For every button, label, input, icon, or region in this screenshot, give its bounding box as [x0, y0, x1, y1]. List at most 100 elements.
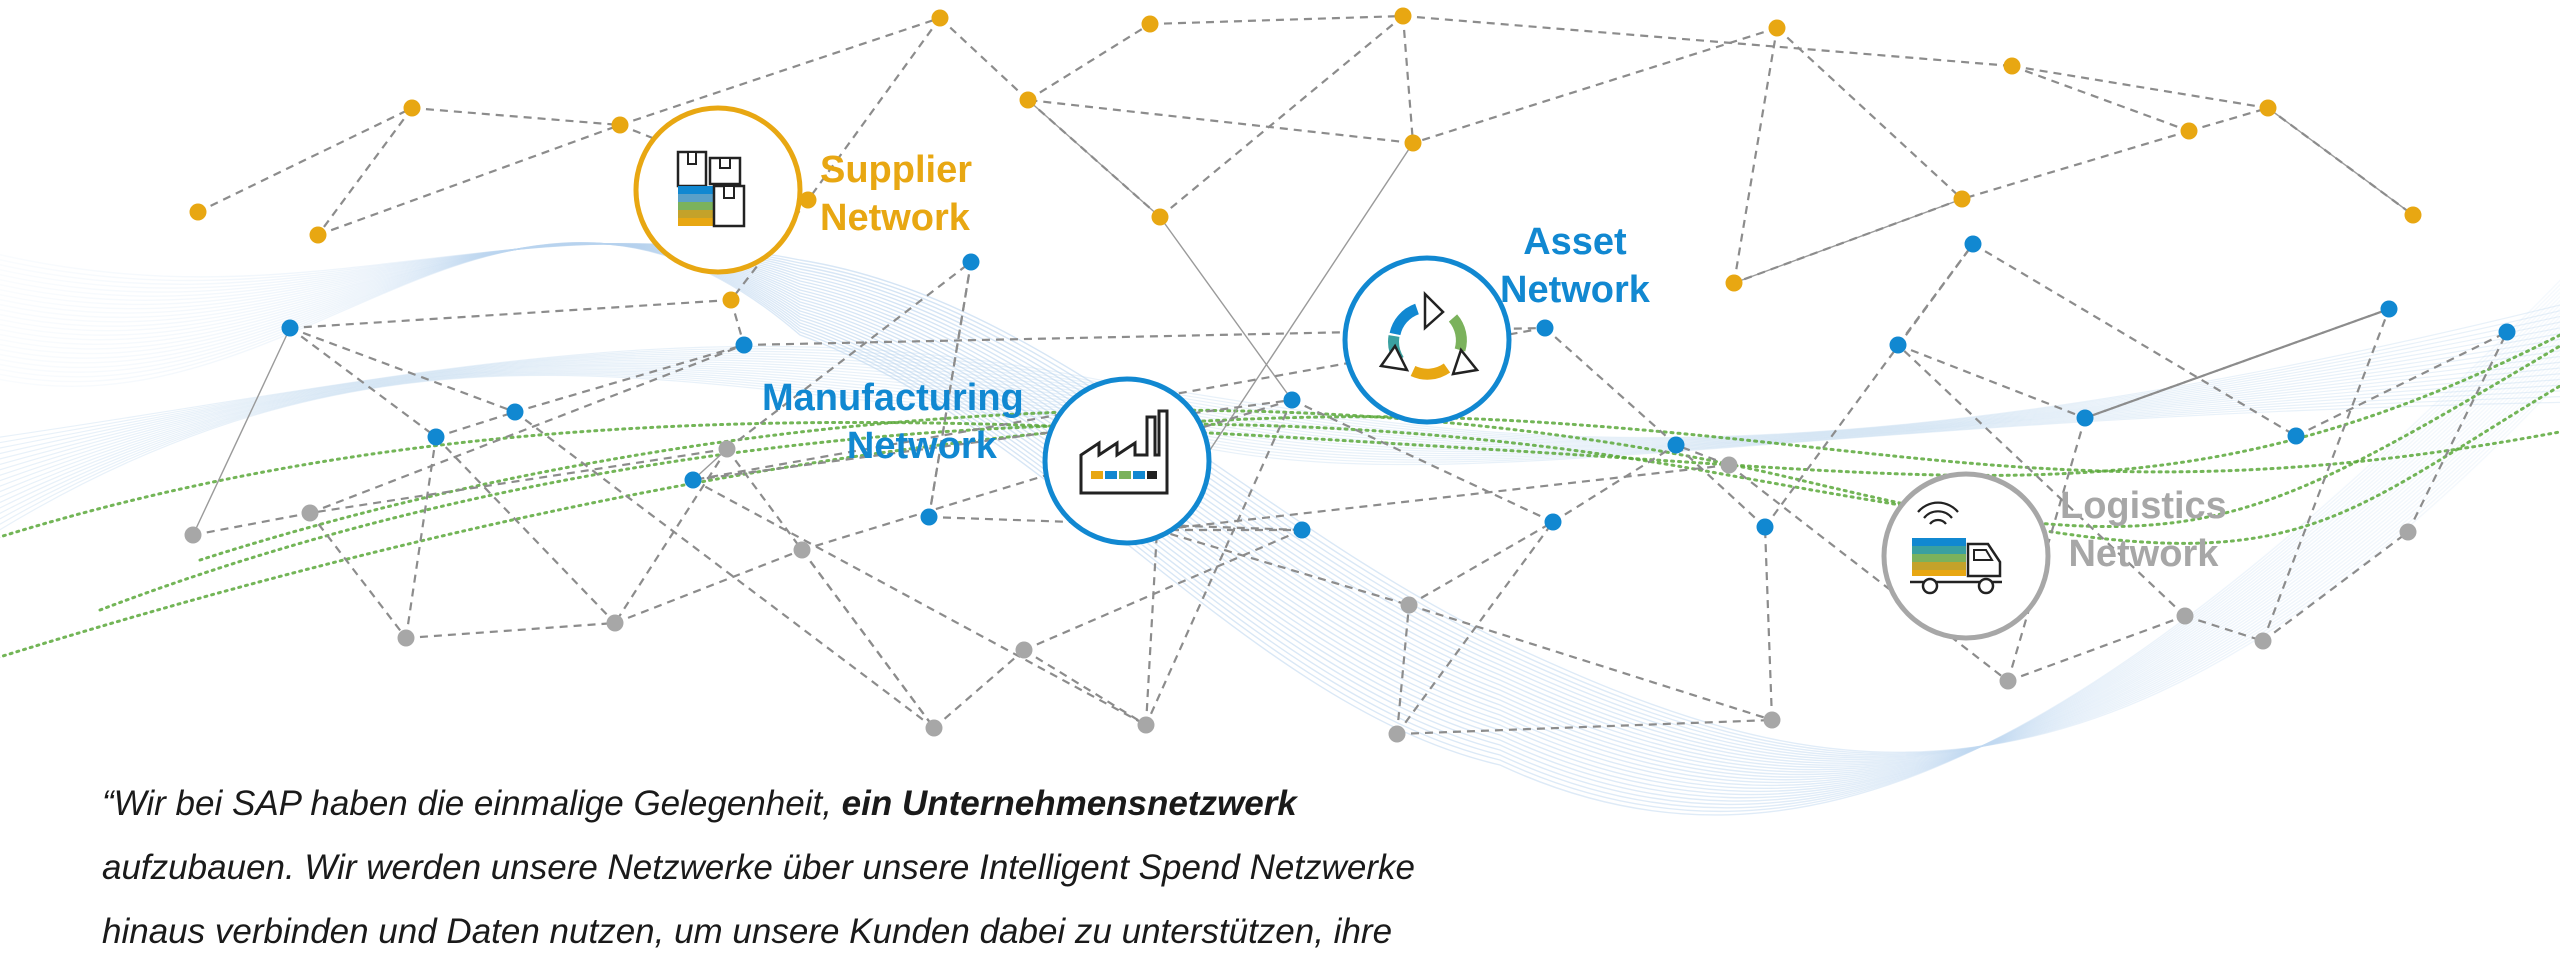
- network-node-blue: [506, 403, 524, 421]
- network-node-blue: [962, 253, 980, 271]
- dashed-edge: [405, 621, 616, 640]
- dashed-edge: [1402, 14, 2013, 68]
- network-node-gray: [1015, 641, 1033, 659]
- dashed-edge: [1027, 23, 1151, 101]
- dashed-edge: [2084, 307, 2390, 420]
- dashed-edge: [1764, 243, 1974, 528]
- network-node-gray: [1388, 725, 1406, 743]
- quote-emphasis: ein Unternehmensnetzwerk: [841, 784, 1297, 823]
- dashed-edge: [2007, 614, 2186, 683]
- dashed-edge: [514, 343, 745, 414]
- green-curve: [98, 344, 2560, 612]
- wave-line: [0, 243, 2560, 758]
- wave-line: [0, 332, 2560, 465]
- dashed-edge: [743, 326, 1546, 347]
- supplier-node: [2404, 206, 2422, 224]
- network-node-blue: [1667, 436, 1685, 454]
- solid-edge: [1733, 198, 1963, 284]
- dashed-edge: [1897, 343, 2086, 420]
- dashed-edge: [289, 326, 516, 414]
- supplier-node: [1953, 190, 1971, 208]
- dashed-edge: [192, 511, 311, 537]
- supplier-node: [1151, 208, 1169, 226]
- logistics-label-line1: Logistics: [2060, 485, 2227, 527]
- supplier-node: [403, 99, 421, 117]
- network-node-blue: [427, 428, 445, 446]
- network-node-blue: [2287, 427, 2305, 445]
- network-node-gray: [1720, 456, 1738, 474]
- truck-icon: [1910, 501, 2002, 595]
- supplier-node: [189, 203, 207, 221]
- quote-line-1: “Wir bei SAP haben die einmalige Gelegen…: [102, 772, 1602, 836]
- dashed-edge: [435, 410, 516, 439]
- manufacturing-label-line2: Network: [846, 425, 997, 467]
- supplier-node: [931, 9, 949, 27]
- wave-line: [0, 243, 2560, 756]
- dashed-edge: [2261, 308, 2391, 642]
- supplier-node: [2003, 57, 2021, 75]
- logistics-label-line2: Network: [2068, 533, 2219, 575]
- dashed-edge: [1395, 604, 1411, 735]
- dashed-edge: [2188, 106, 2269, 133]
- network-node-gray: [718, 440, 736, 458]
- dashed-edge: [726, 448, 935, 729]
- network-node-gray: [2176, 607, 2194, 625]
- quote-block: “Wir bei SAP haben die einmalige Gelegen…: [102, 772, 1602, 964]
- dashed-edge: [2006, 417, 2087, 682]
- dashed-edge: [1156, 463, 1730, 532]
- dashed-edge: [289, 327, 437, 438]
- supplier-network-icon: [633, 105, 803, 275]
- dashed-edge: [1396, 521, 1554, 735]
- dashed-edge: [2407, 331, 2508, 533]
- supplier-node: [799, 191, 817, 209]
- dashed-edge: [1396, 718, 1773, 736]
- wave-line: [0, 242, 2560, 753]
- dashed-edge: [1961, 129, 2190, 201]
- network-nodes: [184, 7, 2516, 743]
- dashed-edge: [927, 261, 973, 518]
- asset-network-icon: [1342, 255, 1512, 425]
- supplier-node: [1019, 91, 1037, 109]
- dashed-edge: [1733, 197, 1963, 285]
- dashed-edge: [692, 398, 1293, 482]
- network-node-gray: [925, 719, 943, 737]
- network-node-blue: [1536, 319, 1554, 337]
- dashed-edge: [317, 107, 413, 236]
- supplier-network-label: Supplier Network: [820, 146, 972, 242]
- dashed-edge: [1412, 26, 1778, 145]
- network-node-gray: [793, 541, 811, 559]
- dashed-edge: [1552, 444, 1677, 523]
- dashed-edge: [692, 479, 1147, 726]
- asset-label-line2: Network: [1500, 269, 1650, 311]
- manufacturing-label-line1: Manufacturing: [762, 377, 1024, 419]
- manufacturing-network-label: Manufacturing Network: [762, 374, 1024, 470]
- dashed-edge: [1291, 399, 1554, 523]
- dashed-edge: [1149, 14, 1404, 26]
- dashed-edge: [1156, 528, 1410, 607]
- dashed-edge: [2011, 64, 2269, 110]
- dashed-edge: [619, 16, 941, 127]
- network-node-blue: [1964, 235, 1982, 253]
- dashed-edge: [309, 512, 407, 639]
- dashed-edge: [1732, 27, 1779, 284]
- wave-line: [0, 241, 2560, 816]
- dashed-edge: [939, 17, 1029, 101]
- network-node-gray: [1763, 711, 1781, 729]
- dashed-edge: [1027, 98, 1414, 145]
- dashed-edge: [807, 17, 941, 201]
- dashed-edge: [404, 436, 438, 639]
- dashed-edge: [435, 436, 616, 624]
- dashed-edge: [309, 447, 728, 515]
- supplier-node: [2259, 99, 2277, 117]
- supplier-node: [1141, 15, 1159, 33]
- solid-edges: [192, 99, 2414, 536]
- network-node-blue: [1756, 518, 1774, 536]
- dashed-edge: [2262, 531, 2409, 642]
- dashed-edge: [1401, 15, 1415, 144]
- dashed-edge: [309, 343, 745, 515]
- network-node-gray: [2399, 523, 2417, 541]
- network-node-gray: [397, 629, 415, 647]
- green-curve: [198, 384, 2560, 562]
- dashed-edge: [614, 548, 803, 625]
- network-node-blue: [2380, 300, 2398, 318]
